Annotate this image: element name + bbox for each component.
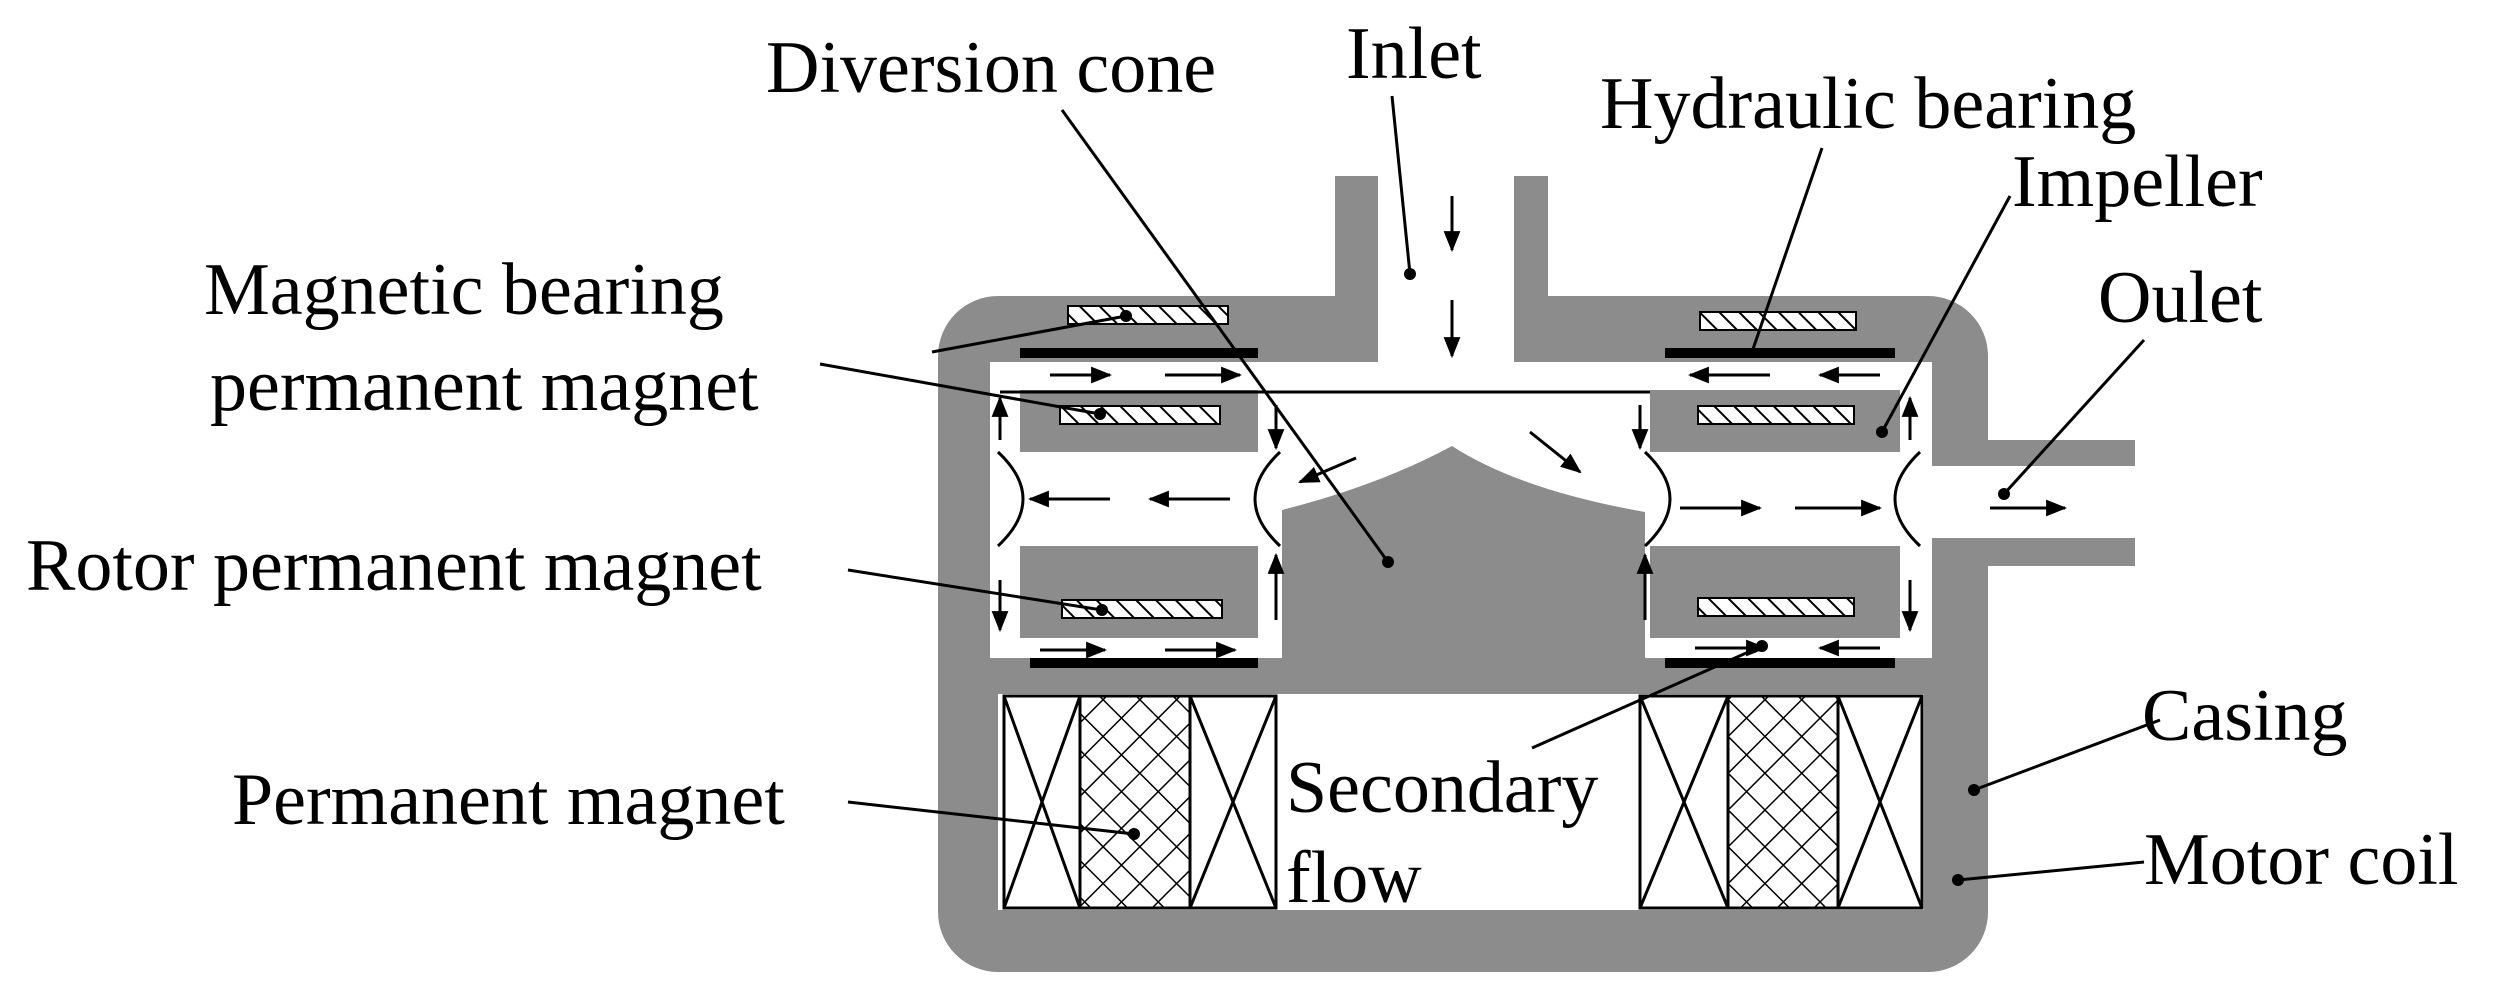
- inlet-channel: [1378, 176, 1514, 376]
- leader-permanent-magnet-dot: [1128, 828, 1140, 840]
- gap-curve-right-outer: [1893, 450, 1922, 548]
- leader-motor-coil-dot: [1952, 874, 1964, 886]
- label-diversion-cone: Diversion cone: [766, 27, 1216, 109]
- leader-impeller: [1880, 195, 2012, 433]
- leader-rotor-permanent-magnet: [847, 568, 1103, 612]
- leader-casing: [1973, 718, 2161, 792]
- label-impeller: Impeller: [2012, 141, 2263, 223]
- flow-arrows: [991, 196, 2068, 659]
- diversion-cone: [1282, 446, 1645, 658]
- motor-coil-right-x1-diag-b: [1638, 695, 1730, 909]
- left-lower-hatched-magnet: [1061, 599, 1223, 619]
- gap-curve-right-inner: [1643, 450, 1672, 548]
- leader-inlet: [1390, 95, 1412, 275]
- left-upper-hatched-magnet: [1059, 405, 1221, 425]
- right-top-bearing-bar: [1665, 348, 1895, 358]
- leader-outlet: [2002, 338, 2146, 496]
- leader-secondary-flow: [1531, 644, 1763, 750]
- label-rotor-permanent-magnet: Rotor permanent magnet: [26, 525, 762, 607]
- leader-inlet-dot: [1404, 268, 1416, 280]
- leader-diversion-cone-dot: [1382, 556, 1394, 568]
- outlet-channel: [1920, 466, 2135, 538]
- label-casing: Casing: [2142, 675, 2348, 757]
- label-inlet: Inlet: [1346, 13, 1482, 95]
- label-magnetic-bearing-line1: Magnetic bearing: [204, 249, 724, 331]
- leader-impeller-dot: [1876, 426, 1888, 438]
- leader-rotor-permanent-magnet-dot: [1096, 604, 1108, 616]
- label-motor-coil: Motor coil: [2144, 819, 2458, 901]
- labels: Diversion cone Inlet Hydraulic bearing I…: [26, 13, 2458, 919]
- leader-motor-coil: [1957, 860, 2145, 882]
- arrow-cone-right: [1529, 430, 1582, 474]
- leader-secondary-flow-dot: [1756, 640, 1768, 652]
- permanent-magnet-right: [1726, 694, 1840, 910]
- left-bottom-bearing-bar: [1030, 658, 1258, 668]
- gap-curves: [996, 450, 1922, 548]
- motor-coil-left-x2-diag-b: [1188, 695, 1278, 909]
- leader-diversion-cone: [1060, 109, 1390, 563]
- leader-lines: [819, 95, 2161, 886]
- permanent-magnet-left: [1078, 694, 1192, 910]
- label-permanent-magnet: Permanent magnet: [232, 759, 785, 841]
- label-secondary-flow-line2: flow: [1286, 837, 1422, 919]
- bearing-bars: [1020, 348, 1895, 668]
- left-lower-rotor-block: [1020, 546, 1258, 638]
- leader-hydraulic-bearing: [1750, 147, 1824, 353]
- arrow-cone-left: [1298, 456, 1357, 484]
- leader-magnetic-bearing-b-dot: [1094, 408, 1106, 420]
- motor-coil-region: [1002, 694, 1924, 910]
- leader-permanent-magnet: [847, 800, 1135, 836]
- label-magnetic-bearing-line2: permanent magnet: [210, 345, 759, 427]
- leader-magnetic-bearing-a-dot: [1120, 310, 1132, 322]
- leader-magnetic-bearing-a: [931, 314, 1127, 354]
- left-impeller: [1020, 305, 1258, 638]
- right-casing-hatched-magnet: [1699, 311, 1857, 331]
- right-bottom-bearing-bar: [1665, 658, 1895, 668]
- leader-casing-dot: [1968, 784, 1980, 796]
- gap-curve-left-outer: [996, 450, 1025, 548]
- motor-coil-right-x2-diag-b: [1836, 695, 1924, 909]
- right-lower-hatched-magnet: [1697, 597, 1855, 617]
- leader-outlet-dot: [1998, 488, 2010, 500]
- right-lower-rotor-block: [1650, 546, 1900, 638]
- gap-curve-left-inner: [1253, 450, 1282, 548]
- label-hydraulic-bearing: Hydraulic bearing: [1600, 63, 2136, 145]
- left-top-bearing-bar: [1020, 348, 1258, 358]
- right-upper-hatched-magnet: [1697, 405, 1855, 425]
- label-outlet: Oulet: [2098, 257, 2263, 339]
- right-impeller: [1650, 311, 1900, 638]
- leader-magnetic-bearing-b: [819, 362, 1101, 416]
- motor-coil-left-x1-diag-b: [1002, 695, 1082, 909]
- label-secondary-flow-line1: Secondary: [1286, 747, 1598, 829]
